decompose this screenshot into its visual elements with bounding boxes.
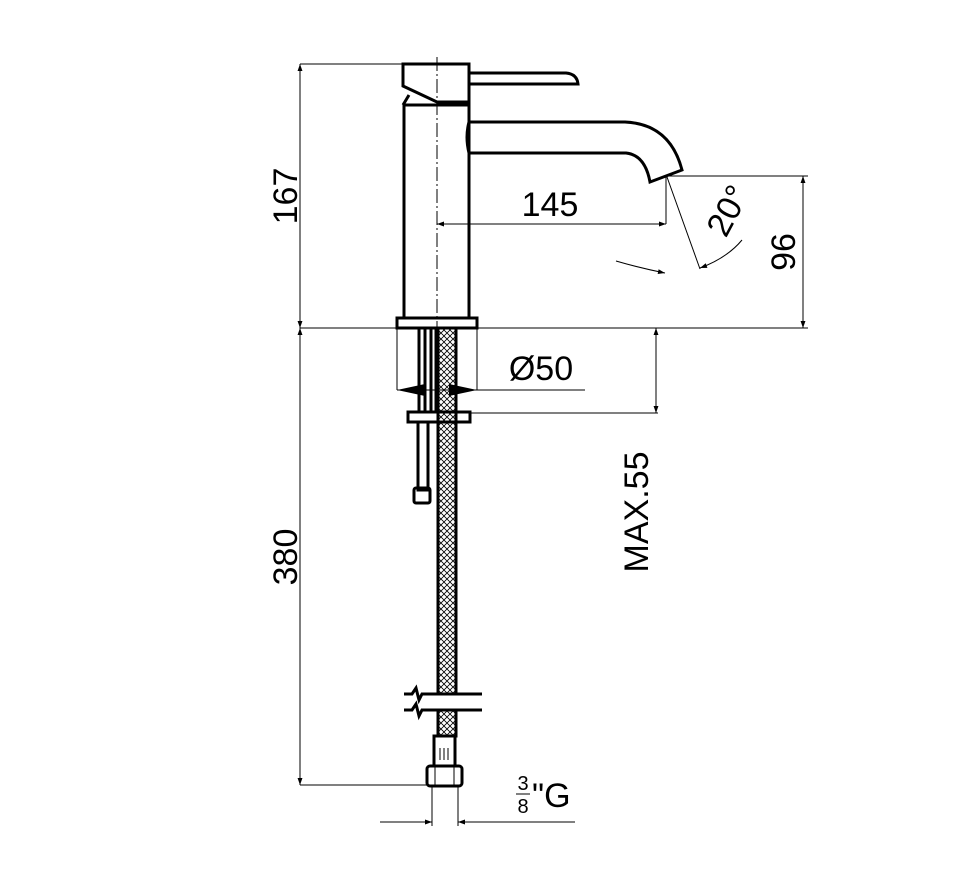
spout-angle-label: 20° [699, 179, 757, 242]
max-deck-thickness-label: MAX.55 [618, 452, 656, 573]
thread-denominator: 8 [517, 796, 528, 818]
supply-tube [429, 326, 438, 414]
lever [469, 71, 580, 86]
overall-height-label: 167 [267, 168, 305, 225]
rotation-arrow [615, 260, 666, 275]
thread-size-label: 3 8 "G [516, 773, 571, 818]
thread-suffix: "G [532, 777, 571, 815]
break-line-bottom [404, 700, 482, 721]
break-line-top [404, 684, 482, 705]
hose-length-label: 380 [267, 529, 305, 586]
angle-arc [699, 239, 743, 269]
threaded-rod [417, 326, 427, 414]
fixing-washer [406, 410, 472, 424]
spout-reach-label: 145 [522, 186, 579, 224]
spout-height-label: 96 [765, 233, 803, 271]
hose-nut [425, 764, 464, 788]
handle [401, 62, 580, 106]
under-deck-assembly [404, 326, 484, 788]
spout [465, 120, 684, 185]
rod-lower [416, 420, 430, 492]
fixing-nut [412, 486, 432, 505]
thread-numerator: 3 [517, 773, 528, 795]
base-diameter-label: Ø50 [509, 350, 573, 388]
